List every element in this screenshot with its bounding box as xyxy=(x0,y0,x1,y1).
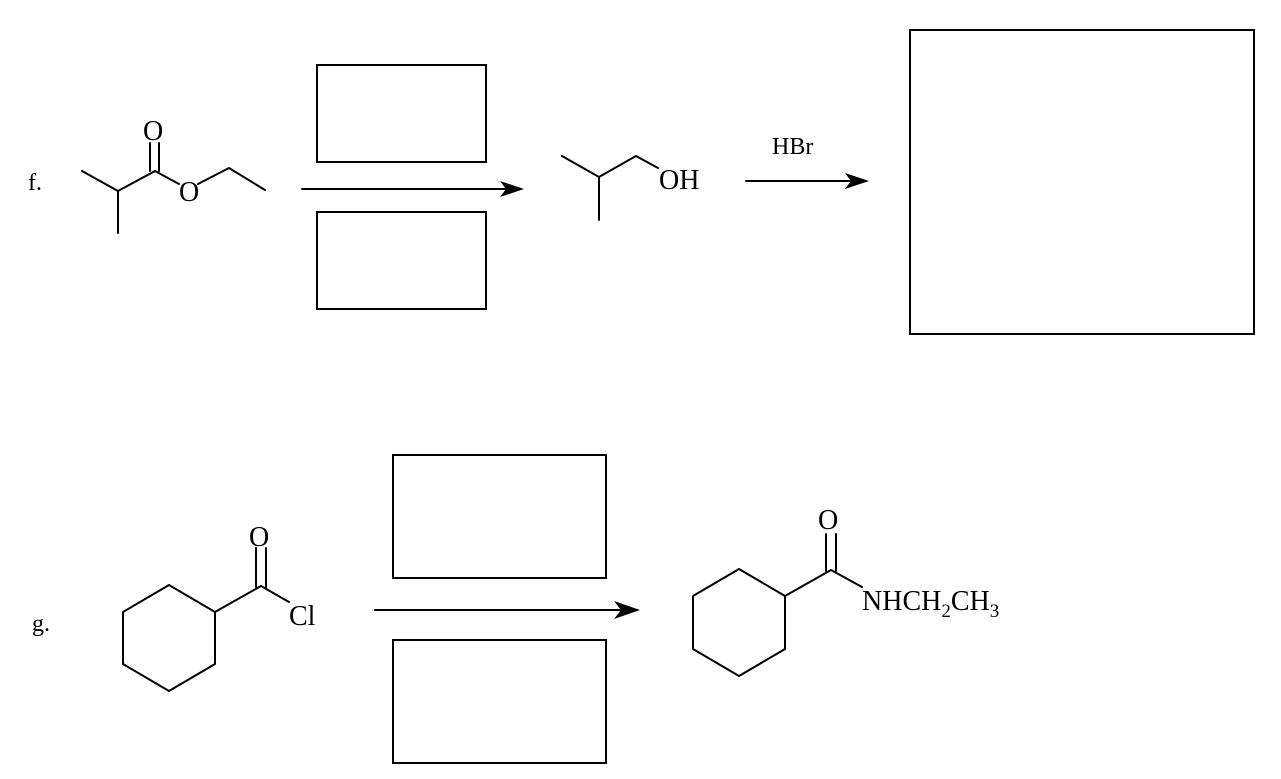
problem-g: g. O Cl O NHCH2CH3 xyxy=(32,454,999,764)
amide-bond xyxy=(784,569,863,597)
isobutanol-backbone-bond xyxy=(561,155,659,178)
ester-oxygen-atom: O xyxy=(179,177,199,208)
problem-g-label: g. xyxy=(32,611,50,637)
ethyl-bond xyxy=(197,167,266,191)
cyclohexane-ring xyxy=(122,584,216,692)
reaction-arrow-f1 xyxy=(301,181,524,197)
problem-f: f. O O OH HBr xyxy=(28,29,1255,335)
n-ethylcyclohexanecarboxamide-structure: O NHCH2CH3 xyxy=(692,505,999,677)
ester-backbone-bond xyxy=(81,170,180,192)
product-answer-box[interactable] xyxy=(909,29,1255,335)
reagent-answer-box-lower[interactable] xyxy=(316,211,487,310)
reagent-answer-box-lower[interactable] xyxy=(392,639,607,764)
hydroxyl-group-label: OH xyxy=(659,165,699,196)
amide-substituent-label: NHCH2CH3 xyxy=(862,586,999,622)
reaction-arrow-f2 xyxy=(745,173,869,189)
isobutanol-structure: OH xyxy=(561,155,699,221)
reaction-arrow-g xyxy=(374,601,640,619)
carbonyl-double-bond xyxy=(149,142,160,172)
ethyl-isobutyrate-structure: O O xyxy=(81,116,266,234)
problem-f-label: f. xyxy=(28,170,42,196)
carbonyl-double-bond xyxy=(825,533,837,572)
carbonyl-oxygen-atom: O xyxy=(143,116,163,147)
carbonyl-oxygen-atom: O xyxy=(818,505,838,536)
reagent-answer-box-upper[interactable] xyxy=(392,454,607,579)
acyl-chloride-bond xyxy=(214,585,290,613)
hbr-reagent-label: HBr xyxy=(772,134,813,160)
cyclohexane-ring xyxy=(692,568,786,677)
reagent-answer-box-upper[interactable] xyxy=(316,64,487,163)
chlorine-atom: Cl xyxy=(289,601,316,632)
cyclohexanecarbonyl-chloride-structure: O Cl xyxy=(122,522,316,692)
carbonyl-double-bond xyxy=(255,547,267,588)
carbonyl-oxygen-atom: O xyxy=(249,522,269,553)
